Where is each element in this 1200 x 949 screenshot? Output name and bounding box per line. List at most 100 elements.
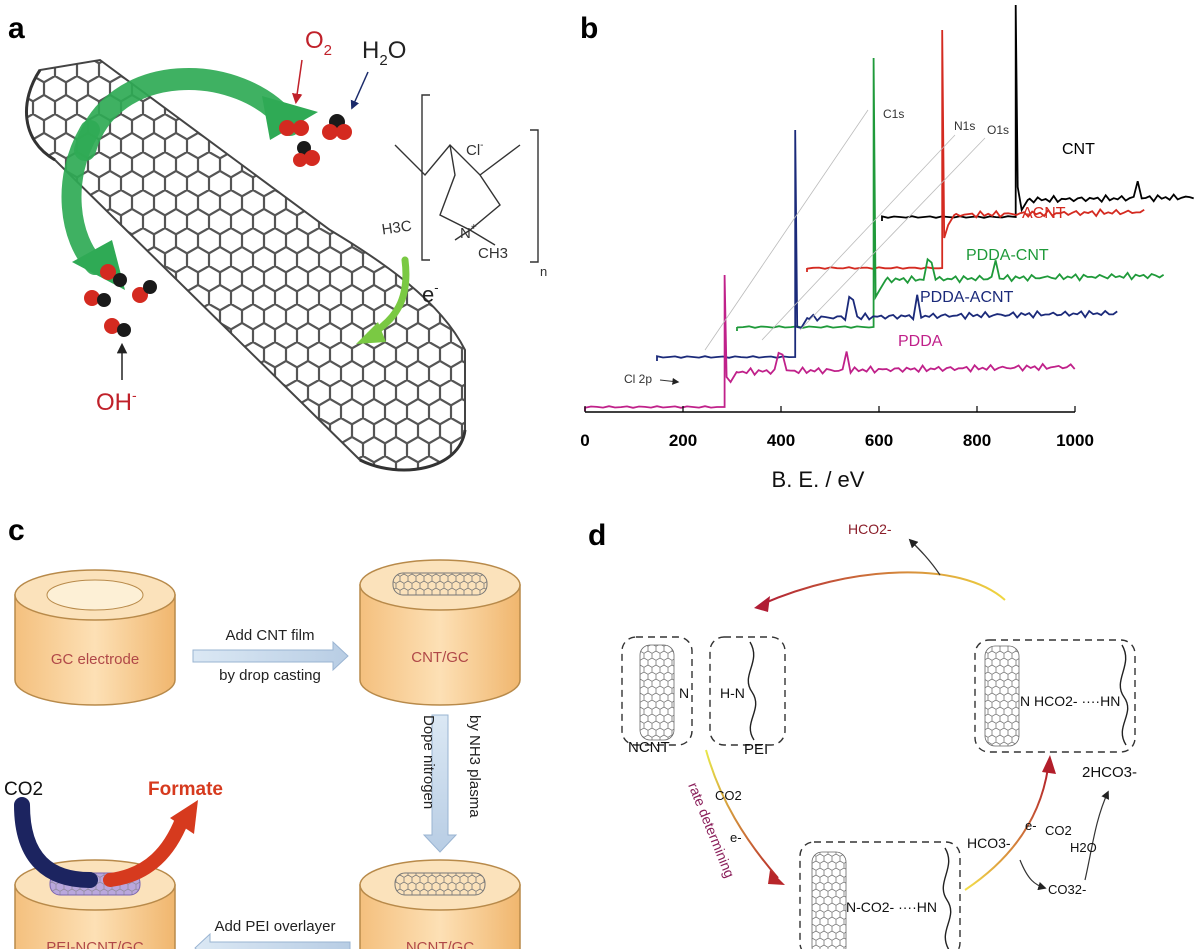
spectrum-cnt	[881, 4, 1194, 221]
d-h2o-label: H2O	[1070, 840, 1097, 855]
ncnt-tube	[639, 644, 675, 741]
step2-arrow	[422, 714, 458, 853]
product-pei-chain	[1119, 644, 1129, 746]
hco3-label: HCO3-	[967, 835, 1011, 851]
pei-hn-label: H-N	[720, 685, 745, 701]
peak-label-c1s: C1s	[883, 107, 904, 121]
methyl-left-label: H3C	[381, 217, 413, 238]
step1-arrow	[192, 640, 349, 672]
series-label-pdda: PDDA	[898, 333, 943, 350]
co2-arrow	[14, 797, 98, 888]
cnt-gc-label: CNT/GC	[411, 649, 469, 666]
step2-label-line2: by NH3 plasma	[466, 715, 483, 818]
formate-label: Formate	[148, 779, 223, 800]
pei-ncnt-gc-cylinder	[14, 859, 176, 949]
step1-label-line1: Add CNT film	[226, 627, 315, 644]
rate-determining-arrow	[705, 749, 779, 879]
hco2-label: HCO2-	[848, 521, 892, 537]
green-arrow-electron	[356, 256, 410, 344]
series-label-acnt: ACNT	[1022, 205, 1066, 222]
peak-label-cl2p: Cl 2p	[624, 372, 652, 386]
panel-b-letter: b	[580, 12, 598, 45]
step3-label: Add PEI overlayer	[215, 918, 336, 935]
x-tick-label: 800	[963, 431, 991, 450]
gc-electrode-cylinder	[14, 569, 176, 706]
product-complex-box	[974, 639, 1136, 753]
pei-label: PEI	[744, 741, 768, 758]
ncnt-gc-label: NCNT/GC	[406, 939, 474, 949]
panel-a: a O2 H2O	[8, 12, 547, 472]
o2-label: O2	[305, 27, 332, 59]
xps-chart	[584, 4, 1194, 411]
ncnt-label: NCNT	[628, 739, 670, 756]
peak-guide-line	[799, 137, 986, 331]
pdda-structure	[394, 94, 539, 263]
series-label-pdda-acnt: PDDA-ACNT	[920, 289, 1014, 306]
spectrum-acnt	[806, 29, 1145, 272]
spectrum-pdda-acnt	[656, 129, 1118, 361]
d-co2-label: CO2	[715, 788, 742, 803]
step3-arrow	[194, 932, 351, 949]
x-axis-ticks: 0 200 400 600 800 1000	[580, 406, 1094, 450]
formate-arrowhead	[170, 800, 198, 834]
step2-label-line1: Dope nitrogen	[420, 715, 437, 809]
x-tick-label: 200	[669, 431, 697, 450]
ncnt-box	[621, 636, 693, 746]
gc-electrode-label: GC electrode	[51, 651, 139, 668]
intermediate-pei-chain	[942, 847, 952, 949]
ncnt-gc-cylinder	[359, 859, 521, 949]
series-label-cnt: CNT	[1062, 141, 1095, 158]
rate-determining-arrowhead	[768, 870, 785, 885]
chloride-label: Cl-	[466, 140, 484, 159]
nitrogen-label: N+	[460, 222, 477, 242]
peak-label-o1s: O1s	[987, 123, 1009, 137]
d-electron-label-2: e-	[1025, 818, 1037, 833]
product-arrow	[964, 767, 1049, 891]
product-complex-label: N HCO2- ····HN	[1020, 693, 1120, 709]
cnt-gc-cylinder	[359, 559, 521, 706]
hydroxide-molecules	[84, 264, 157, 337]
two-bicarbonate-label: 2HCO3-	[1082, 764, 1137, 781]
intermediate-complex-box	[799, 841, 961, 949]
green-arrow-top	[74, 68, 318, 161]
x-axis-label: B. E. / eV	[772, 467, 865, 492]
spectrum-pdda	[584, 274, 1076, 411]
panel-d-letter: d	[588, 519, 606, 552]
x-tick-label: 0	[580, 431, 589, 450]
x-tick-label: 400	[767, 431, 795, 450]
pei-ncnt-gc-label: PEI-NCNT/GC	[46, 939, 144, 949]
repeat-n-label: n	[540, 264, 547, 279]
product-arrowhead	[1042, 755, 1056, 774]
d-co2-label-2: CO2	[1045, 823, 1072, 838]
cl2p-pointer	[659, 377, 680, 385]
carbonate-label: CO32-	[1048, 882, 1086, 897]
oh-label: OH-	[96, 387, 137, 416]
carbonate-arrow	[1019, 859, 1047, 891]
formate-arrow	[103, 813, 189, 887]
peak-guide-line	[704, 109, 869, 351]
peak-guide-line	[761, 134, 956, 341]
reactant-molecules	[279, 114, 352, 167]
electron-label: e-	[422, 280, 439, 307]
panel-d: d HCO2- N NCNT H-N PEI N HCO2- ····HN N-…	[588, 519, 1137, 949]
h2o-label: H2O	[362, 37, 406, 69]
x-tick-label: 600	[865, 431, 893, 450]
intermediate-ncnt-tube	[811, 851, 847, 949]
pei-box	[709, 636, 786, 746]
panel-c-letter: c	[8, 514, 25, 547]
product-ncnt-tube	[984, 645, 1020, 747]
methyl-right-label: CH3	[478, 245, 508, 262]
panel-c: c GC electrode CNT/GC NCNT/GC	[4, 514, 521, 949]
o2-arrow	[291, 59, 303, 105]
x-tick-label: 1000	[1056, 431, 1094, 450]
pei-chain	[747, 641, 757, 741]
co2-label: CO2	[4, 779, 43, 800]
ncnt-n-label: N	[679, 685, 689, 701]
d-electron-label-1: e-	[730, 830, 742, 845]
intermediate-complex-label: N-CO2- ····HN	[846, 899, 937, 915]
series-label-pdda-cnt: PDDA-CNT	[966, 247, 1049, 264]
h2o-arrow	[350, 71, 369, 110]
